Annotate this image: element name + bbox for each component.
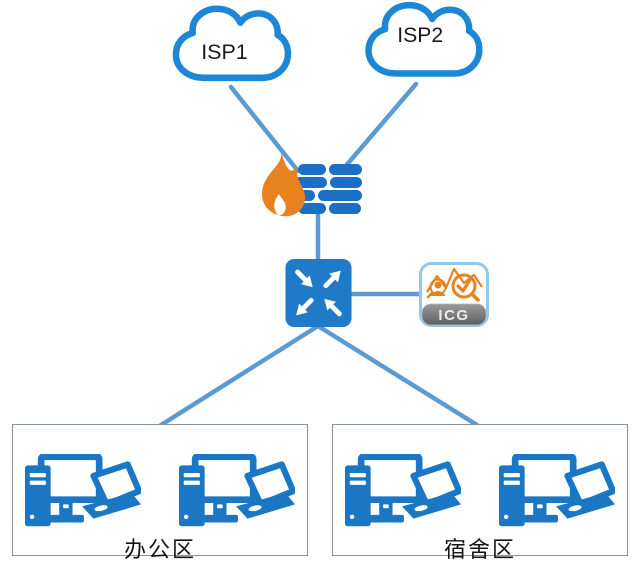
workstation-icon xyxy=(23,454,143,532)
dorm-zone-box: 宿舍区 xyxy=(332,424,628,562)
icg-label: ICG xyxy=(438,307,469,324)
link-switch-office xyxy=(158,323,321,428)
icg-banner xyxy=(421,303,487,326)
dorm-zone-label: 宿舍区 xyxy=(443,537,516,562)
workstation-icon xyxy=(497,454,617,532)
isp1-cloud-icon: ISP1 xyxy=(172,5,292,82)
flame-icon xyxy=(262,151,306,217)
link-isp1-firewall xyxy=(228,84,301,174)
isp1-label: ISP1 xyxy=(201,40,248,64)
workstation-icon xyxy=(343,454,463,532)
link-isp2-firewall xyxy=(341,81,419,171)
office-zone-label: 办公区 xyxy=(123,537,196,562)
icg-appliance-icon: ICG xyxy=(419,262,489,327)
firewall-icon xyxy=(262,151,362,217)
flame-inner-notch xyxy=(274,194,286,216)
isp2-label: ISP2 xyxy=(397,24,443,47)
link-switch-dorm xyxy=(315,323,480,428)
auditor-person-icon xyxy=(431,281,445,296)
isp2-cloud-icon: ISP2 xyxy=(365,1,483,77)
workstation-icon xyxy=(177,454,297,532)
office-zone-box: 办公区 xyxy=(12,424,308,562)
brick-wall-icon xyxy=(293,164,362,214)
switch-icon xyxy=(285,259,352,327)
